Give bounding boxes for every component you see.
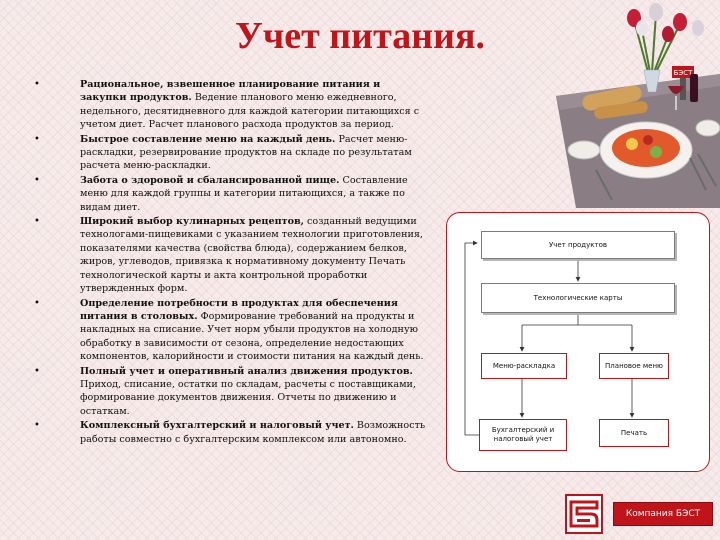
list-item: • Полный учет и оперативный анализ движен…	[28, 365, 428, 419]
bullet-icon: •	[34, 133, 40, 145]
list-item: • Забота о здоровой и сбалансированной пи…	[28, 174, 428, 214]
list-item-text: созданный ведущими технологами-пищевикам…	[80, 216, 423, 295]
list-item-heading: Определение потребности в продуктах для …	[80, 297, 399, 322]
list-item-heading: Полный учет и оперативный анализ движени…	[80, 365, 413, 377]
bullet-icon: •	[34, 297, 40, 309]
food-table-illustration: БЭСТ	[556, 3, 720, 208]
list-item-text: Составление меню для каждой группы и кат…	[80, 174, 408, 213]
list-item-heading: Быстрое составление меню на каждый день.	[80, 133, 336, 145]
list-item: • Определение потребности в продуктах для…	[28, 297, 428, 364]
list-item: • Комплексный бухгалтерский и налоговый у…	[28, 419, 428, 446]
food-table-photo: БЭСТ	[556, 0, 720, 208]
list-item-text: Возможность работы совместно с бухгалтер…	[80, 420, 426, 445]
bullet-icon: •	[34, 216, 40, 228]
bullet-icon: •	[34, 365, 40, 377]
list-item: • Рациональное, взвешенное планирование п…	[28, 78, 428, 132]
bullet-icon: •	[34, 420, 40, 432]
list-item-heading: Рациональное, взвешенное планирование пи…	[80, 79, 381, 104]
list-item: • Широкий выбор кулинарных рецептов, созд…	[28, 215, 428, 295]
photo-sign-text: БЭСТ	[674, 69, 694, 77]
bullet-icon: •	[34, 174, 40, 186]
list-item-text: Формирование требований на продукты и на…	[80, 310, 424, 363]
box-tech-cards: Технологические карты	[481, 283, 675, 313]
workflow-diagram: Учет продуктов Технологические карты Мен…	[446, 212, 710, 472]
list-item-text: Приход, списание, остатки по складам, ра…	[80, 378, 417, 417]
list-item-heading: Забота о здоровой и сбалансированной пищ…	[80, 174, 340, 186]
page-title: Учет питания.	[234, 15, 486, 57]
bullet-icon: •	[34, 79, 40, 90]
feature-list: • Рациональное, взвешенное планирование п…	[28, 78, 428, 447]
box-plan-menu: Плановое меню	[599, 353, 669, 379]
list-item-heading: Комплексный бухгалтерский и налоговый уч…	[80, 420, 354, 432]
box-print: Печать	[599, 419, 669, 447]
box-products-accounting: Учет продуктов	[481, 231, 675, 259]
box-accounting: Бухгалтерский и налоговый учет	[479, 419, 567, 451]
box-menu-layout: Меню-раскладка	[481, 353, 567, 379]
list-item: • Быстрое составление меню на каждый день…	[28, 133, 428, 173]
diagram-connectors	[464, 240, 635, 436]
list-item-text: Ведение планового меню ежедневного, неде…	[80, 92, 420, 131]
list-item-text: Расчет меню-раскладки, резервирование пр…	[80, 133, 412, 172]
company-logo	[565, 494, 603, 534]
company-name-badge: Компания БЭСТ	[613, 502, 713, 526]
list-item-heading: Широкий выбор кулинарных рецептов,	[80, 216, 304, 228]
